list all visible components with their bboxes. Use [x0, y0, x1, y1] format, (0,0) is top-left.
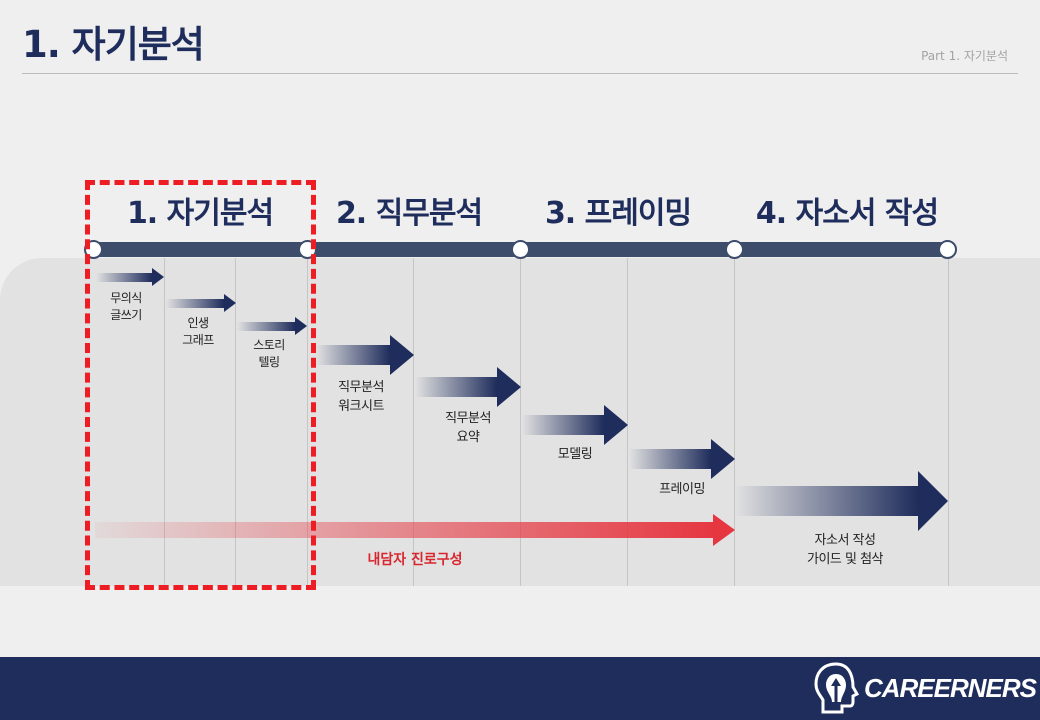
- timeline-node: [511, 240, 530, 259]
- career-arrow: [95, 514, 735, 546]
- phase-framing: 3. 프레이밍: [544, 196, 692, 231]
- column-divider: [413, 258, 414, 586]
- column-divider: [734, 258, 735, 586]
- step-label: 프레이밍: [659, 482, 705, 497]
- footer-bar: [0, 657, 1040, 720]
- step-arrow: [522, 405, 628, 445]
- step-arrow: [629, 439, 735, 479]
- phase-job-analysis: 2. 직무분석: [335, 196, 483, 231]
- column-divider: [307, 258, 308, 586]
- column-divider: [520, 258, 521, 586]
- step-arrow: [415, 367, 521, 407]
- career-arrow-label: 내담자 진로구성: [367, 552, 463, 568]
- step-arrow: [96, 268, 164, 286]
- phase-resume-writing: 4. 자소서 작성: [755, 196, 939, 231]
- page-title: 1. 자기분석: [22, 23, 205, 66]
- title-divider: [22, 73, 1018, 74]
- column-divider: [235, 258, 236, 586]
- brand-logo: CAREERNERS: [812, 659, 1037, 717]
- head-arrow-icon: [814, 662, 860, 714]
- step-arrow: [166, 294, 236, 312]
- section-label: Part 1. 자기분석: [921, 49, 1008, 63]
- brand-name: CAREERNERS: [863, 672, 1037, 703]
- step-arrow: [734, 471, 948, 531]
- timeline-node: [938, 240, 957, 259]
- step-arrow: [316, 335, 414, 375]
- step-label: 모델링: [557, 447, 593, 462]
- step-arrow: [237, 317, 307, 335]
- self-analysis-highlight-box: [85, 180, 316, 590]
- column-divider: [948, 258, 949, 586]
- phase-self-analysis: 1. 자기분석: [126, 196, 274, 231]
- timeline-node: [725, 240, 744, 259]
- column-divider: [164, 258, 165, 586]
